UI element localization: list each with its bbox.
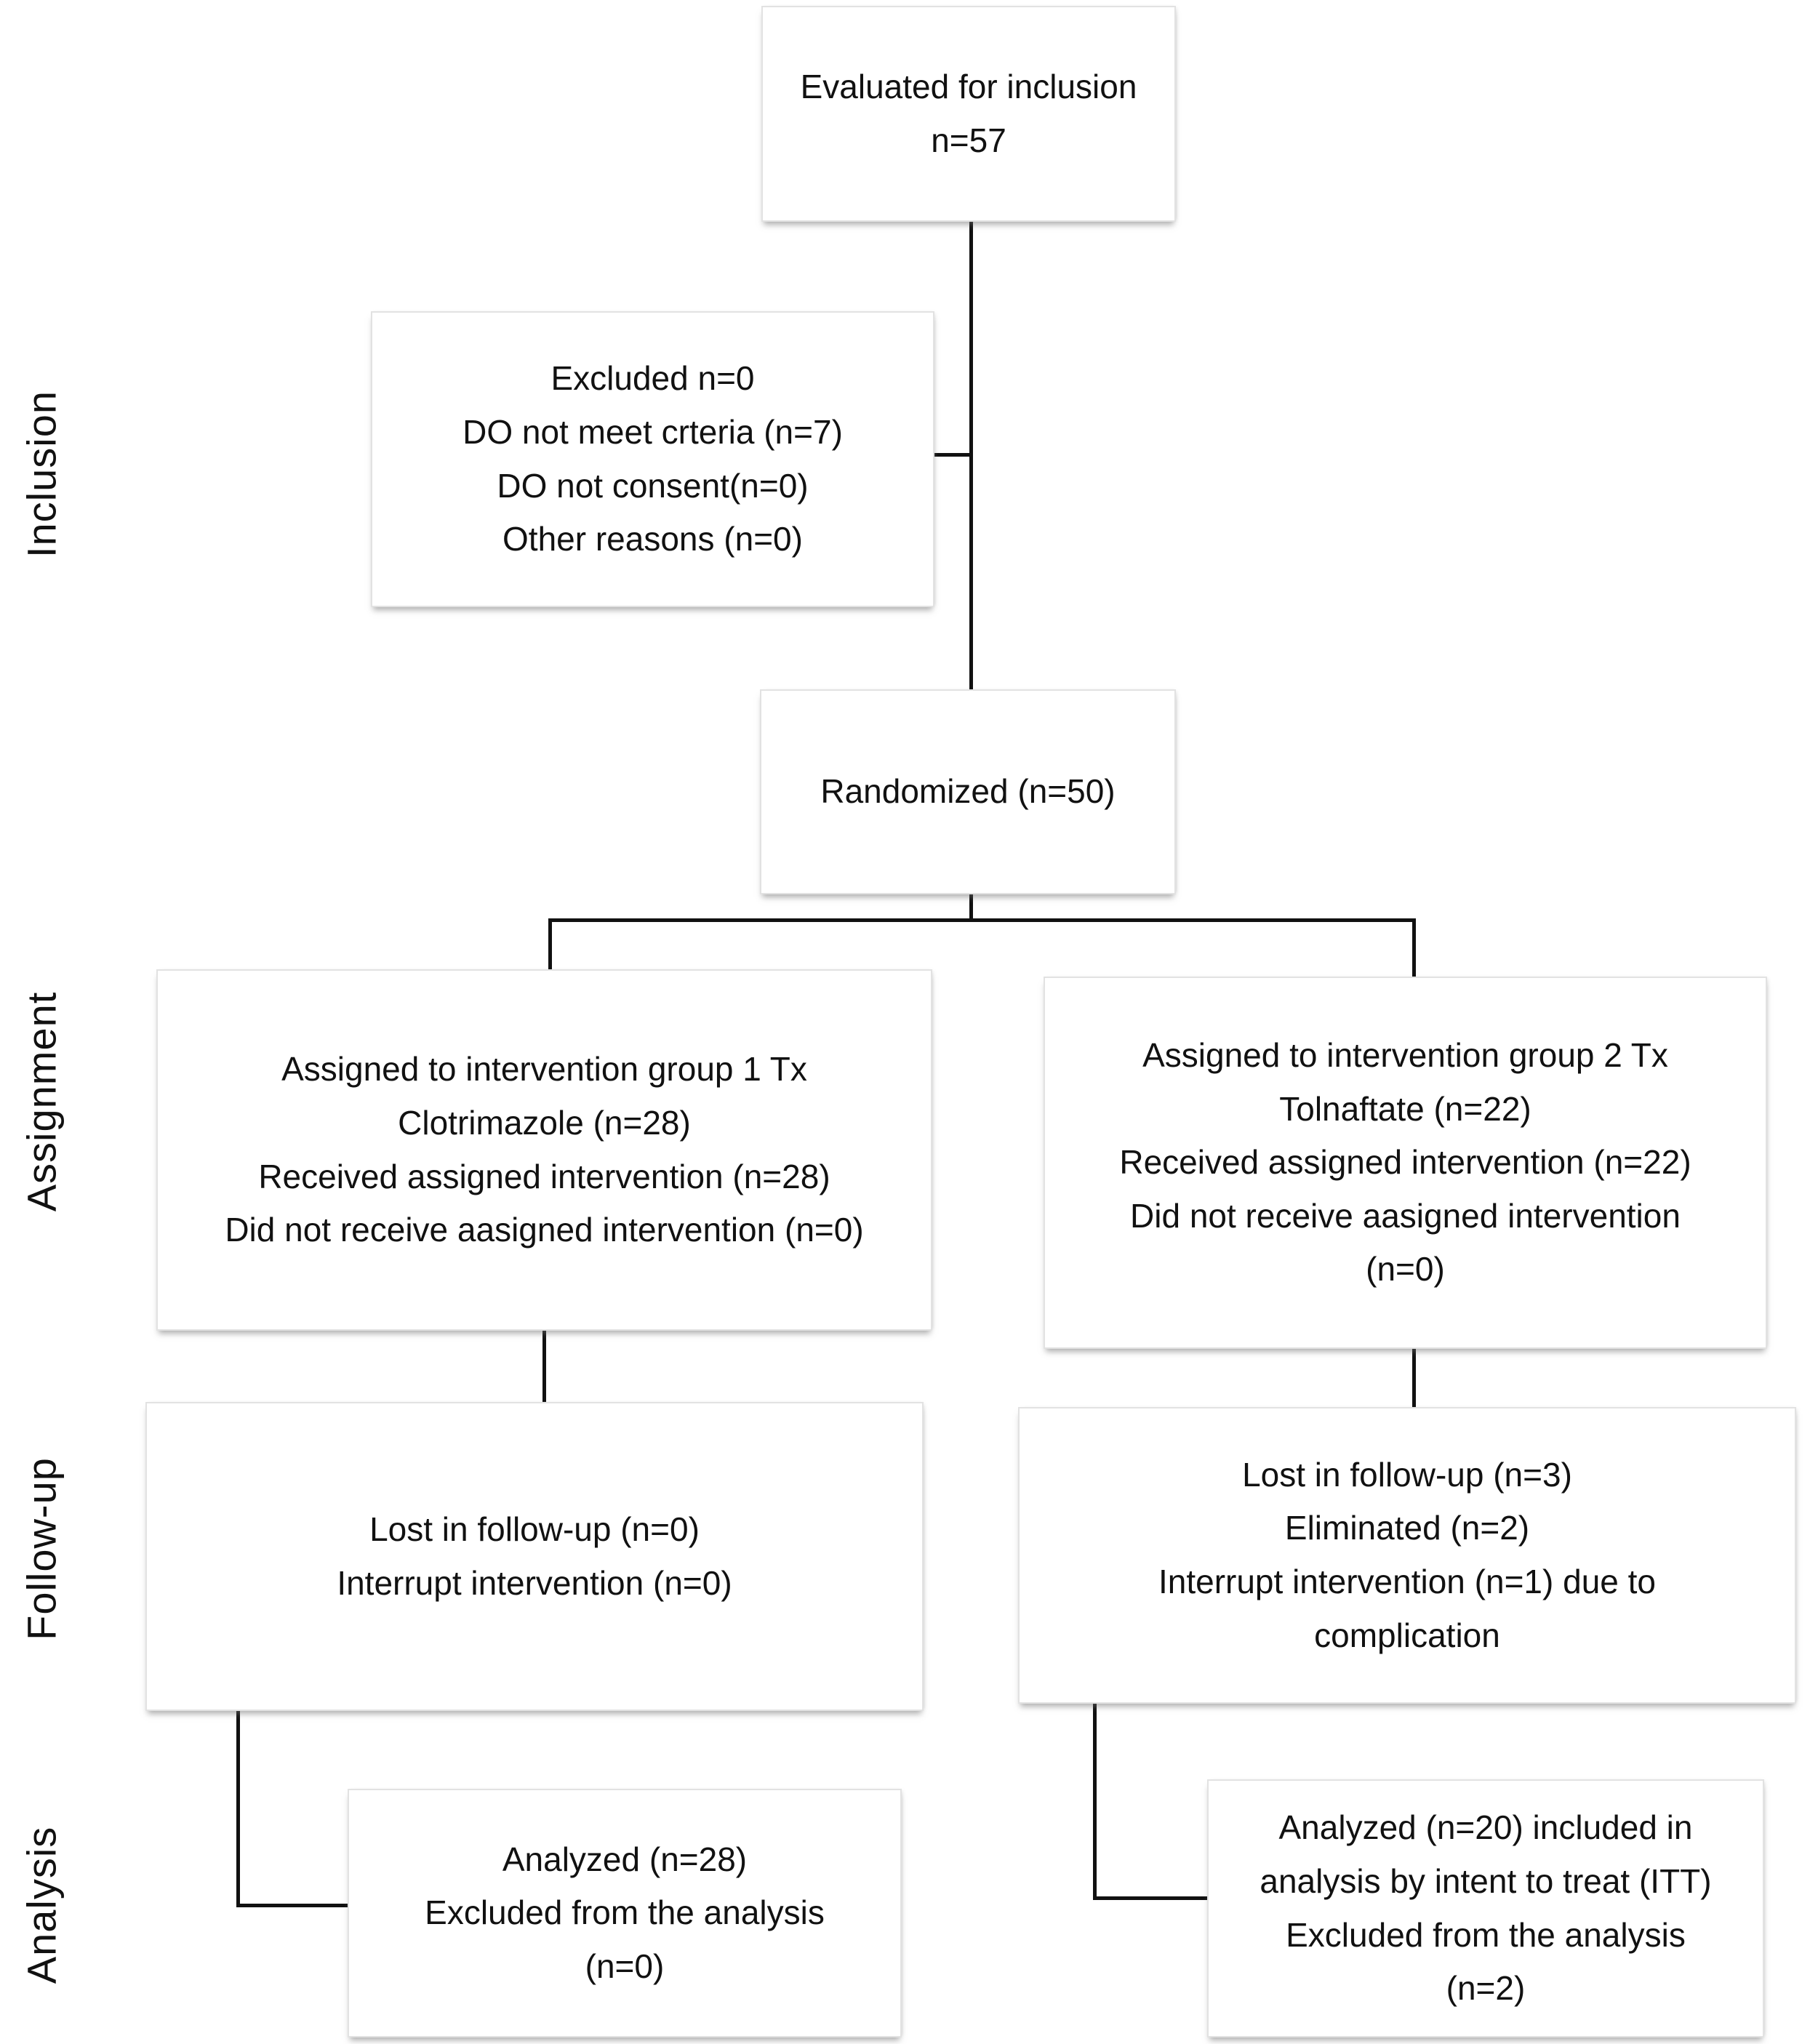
connector-excluded-branch	[934, 453, 973, 457]
box-followup-group1: Lost in follow-up (n=0) Interrupt interv…	[145, 1402, 924, 1711]
box-text-line: Evaluated for inclusion	[800, 67, 1137, 105]
box-excluded: Excluded n=0 DO not meet crteria (n=7) D…	[371, 311, 934, 607]
box-text-line: analysis by intent to treat (ITT)	[1260, 1861, 1712, 1900]
box-text-line: complication	[1314, 1616, 1500, 1654]
connector-assign2-to-followup2	[1412, 1347, 1416, 1410]
connector-followup1-elbow-horizontal	[236, 1904, 351, 1907]
box-text-line: Interrupt intervention (n=1) due to	[1158, 1563, 1657, 1600]
connector-fork-left-drop	[548, 918, 552, 972]
box-text-line: n=57	[931, 121, 1006, 159]
box-text-line: Received assigned intervention (n=28)	[258, 1157, 830, 1195]
box-text-line: Excluded from the analysis	[425, 1893, 825, 1932]
box-assigned-group2-tolnaftate: Assigned to intervention group 2 Tx Toln…	[1044, 977, 1767, 1349]
box-followup-group2: Lost in follow-up (n=3) Eliminated (n=2)…	[1018, 1407, 1796, 1704]
box-text-line: Lost in follow-up (n=3)	[1242, 1455, 1572, 1494]
connector-evaluated-to-randomized	[969, 220, 973, 693]
box-text-line: Other reasons (n=0)	[502, 520, 803, 558]
box-text-line: Lost in follow-up (n=0)	[369, 1510, 700, 1548]
box-text-line: Did not receive aasigned intervention (n…	[225, 1211, 864, 1249]
stage-label-followup: Follow-up	[18, 1457, 65, 1640]
box-assigned-group1-clotrimazole: Assigned to intervention group 1 Tx Clot…	[156, 969, 932, 1331]
box-text-line: DO not meet crteria (n=7)	[462, 412, 843, 451]
box-evaluated-for-inclusion: Evaluated for inclusion n=57	[761, 6, 1176, 222]
box-text-line: Clotrimazole (n=28)	[398, 1103, 691, 1142]
box-text-line: Tolnaftate (n=22)	[1279, 1089, 1531, 1128]
box-text-line: Eliminated (n=2)	[1284, 1509, 1530, 1547]
box-text-line: Assigned to intervention group 2 Tx	[1142, 1036, 1668, 1075]
connector-followup1-elbow-vertical	[236, 1710, 240, 1907]
box-text-line: Analyzed (n=20) included in	[1278, 1808, 1693, 1847]
connector-randomized-to-fork	[969, 891, 973, 922]
box-text-line: (n=0)	[1366, 1250, 1445, 1288]
box-analyzed-group2: Analyzed (n=20) included in analysis by …	[1207, 1779, 1764, 2037]
box-text-line: Did not receive aasigned intervention	[1130, 1196, 1681, 1235]
connector-assign1-to-followup1	[542, 1329, 546, 1405]
box-text-line: Interrupt intervention (n=0)	[337, 1563, 732, 1602]
stage-label-analysis: Analysis	[18, 1826, 65, 1984]
connector-followup2-elbow-vertical	[1093, 1702, 1097, 1900]
box-text-line: Assigned to intervention group 1 Tx	[281, 1050, 807, 1089]
box-analyzed-group1: Analyzed (n=28) Excluded from the analys…	[348, 1789, 902, 2037]
box-text-line: Randomized (n=50)	[820, 772, 1116, 811]
box-text-line: (n=0)	[585, 1947, 665, 1985]
box-text-line: Received assigned intervention (n=22)	[1119, 1143, 1691, 1182]
connector-fork-bar	[548, 918, 1416, 922]
connector-followup2-elbow-horizontal	[1093, 1896, 1211, 1900]
stage-label-inclusion: Inclusion	[18, 390, 65, 558]
box-text-line: (n=2)	[1446, 1969, 1526, 2008]
box-text-line: Excluded n=0	[550, 359, 755, 398]
box-text-line: Analyzed (n=28)	[502, 1840, 748, 1878]
connector-fork-right-drop	[1412, 918, 1416, 979]
box-randomized: Randomized (n=50)	[760, 689, 1176, 894]
stage-label-assignment: Assignment	[18, 991, 65, 1212]
box-text-line: DO not consent(n=0)	[497, 466, 809, 505]
box-text-line: Excluded from the analysis	[1286, 1915, 1686, 1954]
